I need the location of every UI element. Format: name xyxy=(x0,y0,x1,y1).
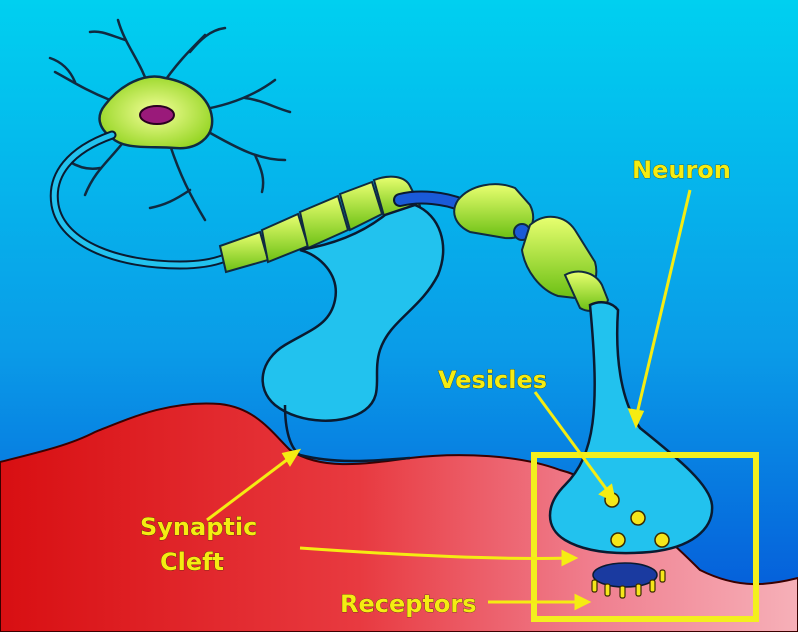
label-receptors: Receptors xyxy=(340,590,477,618)
nucleus xyxy=(140,106,174,124)
receptor-cluster xyxy=(593,563,657,587)
label-vesicles: Vesicles xyxy=(438,366,547,394)
vesicle-icon xyxy=(611,533,625,547)
vesicle-icon xyxy=(631,511,645,525)
vesicle-icon xyxy=(655,533,669,547)
label-cleft: Cleft xyxy=(160,548,224,576)
label-synaptic: Synaptic xyxy=(140,513,257,541)
label-neuron: Neuron xyxy=(632,156,731,184)
